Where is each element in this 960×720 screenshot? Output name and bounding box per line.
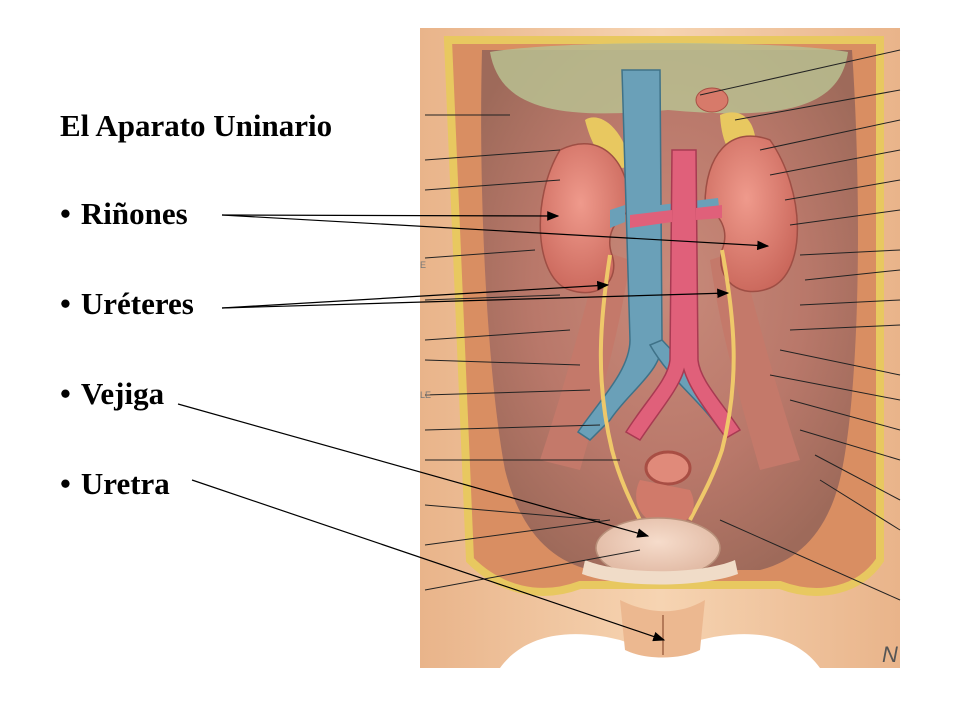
- bullet-dot: •: [60, 376, 71, 411]
- bullet-label: Uréteres: [80, 286, 194, 321]
- artist-signature: N: [882, 642, 898, 667]
- arrow-ureteres-right: [221, 288, 730, 309]
- left-ureter: [598, 254, 642, 521]
- bullet-dot: •: [60, 196, 71, 231]
- bullet-ureteres: • Uréteres: [60, 286, 194, 322]
- pointer-arrows: [177, 211, 770, 642]
- bullet-dot: •: [60, 466, 71, 501]
- bullet-vejiga: • Vejiga: [60, 376, 164, 412]
- arrow-rinones-left: [221, 211, 560, 221]
- bullet-rinones: • Riñones: [60, 196, 188, 232]
- pubic-band: [582, 560, 738, 585]
- arrow-rinones-right: [221, 214, 770, 251]
- slide-title: El Aparato Uninario: [60, 108, 333, 143]
- edge-label-le: LE: [420, 390, 431, 400]
- arrow-uretra: [191, 479, 666, 642]
- right-kidney: [704, 135, 799, 293]
- left-psoas: [540, 250, 630, 470]
- left-kidney: [539, 143, 631, 294]
- renal-arteries: [630, 205, 722, 228]
- edge-leader-lines: [424, 49, 901, 601]
- sigmoid: [636, 480, 694, 526]
- bullet-label: Riñones: [80, 196, 188, 231]
- left-adrenal: [585, 117, 630, 168]
- diaphragm: [490, 43, 848, 114]
- arrow-ureteres-left: [221, 280, 610, 309]
- left-renal-vein: [610, 205, 625, 228]
- bullet-label: Vejiga: [80, 376, 165, 411]
- bullet-dot: •: [60, 286, 71, 321]
- edge-label-e: E: [420, 260, 426, 270]
- right-ureter: [688, 249, 736, 521]
- rectum: [644, 450, 692, 486]
- bullet-label: Uretra: [80, 466, 170, 501]
- right-psoas: [710, 250, 800, 470]
- bullet-uretra: • Uretra: [60, 466, 170, 502]
- aorta: [624, 149, 742, 441]
- arrow-vejiga: [177, 403, 650, 538]
- vessel-crosssection: [695, 87, 729, 113]
